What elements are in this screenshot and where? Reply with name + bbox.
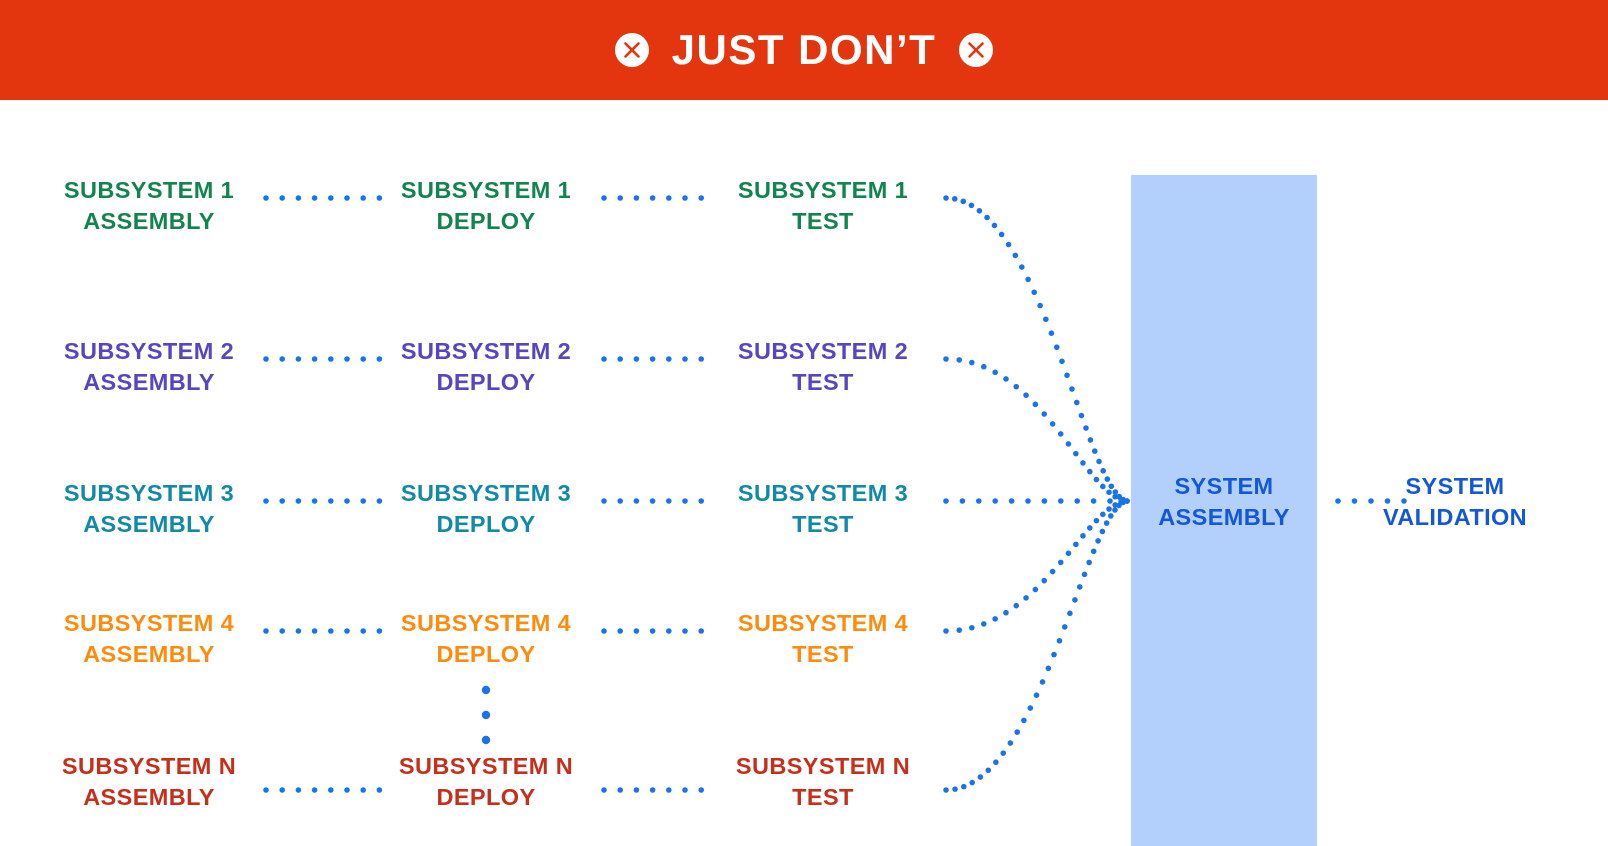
node-subsystem-3-test[interactable]: SUBSYSTEM 3 TEST (698, 478, 948, 541)
node-line2: TEST (792, 784, 854, 811)
node-line1: SUBSYSTEM 3 (63, 480, 235, 506)
node-line1: SUBSYSTEM 3 (400, 480, 572, 506)
node-system-assembly[interactable]: SYSTEM ASSEMBLY (1131, 471, 1317, 534)
node-line2: DEPLOY (436, 784, 536, 811)
flow-area: SUBSYSTEM 1 ASSEMBLY SUBSYSTEM 1 DEPLOY … (0, 100, 1608, 846)
node-line2: DEPLOY (436, 641, 536, 668)
node-line2: ASSEMBLY (83, 369, 215, 396)
node-line1: SUBSYSTEM N (398, 753, 574, 779)
node-subsystem-1-assembly[interactable]: SUBSYSTEM 1 ASSEMBLY (24, 175, 274, 238)
node-line2: DEPLOY (436, 208, 536, 235)
node-line2: TEST (792, 369, 854, 396)
node-subsystem-2-test[interactable]: SUBSYSTEM 2 TEST (698, 336, 948, 399)
node-subsystem-1-deploy[interactable]: SUBSYSTEM 1 DEPLOY (361, 175, 611, 238)
node-line1: SUBSYSTEM 2 (63, 338, 235, 364)
node-line1: SUBSYSTEM 4 (737, 610, 909, 636)
node-subsystem-n-assembly[interactable]: SUBSYSTEM N ASSEMBLY (24, 751, 274, 814)
node-line1: SUBSYSTEM 1 (400, 177, 572, 203)
node-subsystem-2-deploy[interactable]: SUBSYSTEM 2 DEPLOY (361, 336, 611, 399)
node-line1: SUBSYSTEM 2 (737, 338, 909, 364)
node-line1: SYSTEM (1405, 473, 1505, 499)
circle-x-icon-right (959, 33, 994, 67)
node-subsystem-4-assembly[interactable]: SUBSYSTEM 4 ASSEMBLY (24, 608, 274, 671)
node-line2: VALIDATION (1382, 504, 1528, 531)
node-line2: TEST (792, 511, 854, 538)
banner-title: JUST DON’T (671, 26, 937, 73)
node-line2: ASSEMBLY (83, 208, 215, 235)
node-line2: ASSEMBLY (1158, 504, 1290, 531)
banner: JUST DON’T (0, 0, 1608, 100)
node-line1: SUBSYSTEM 4 (63, 610, 235, 636)
node-line2: DEPLOY (436, 369, 536, 396)
node-line1: SUBSYSTEM 1 (737, 177, 909, 203)
node-line1: SUBSYSTEM 3 (737, 480, 909, 506)
node-line2: ASSEMBLY (83, 641, 215, 668)
node-line2: TEST (792, 208, 854, 235)
node-subsystem-1-test[interactable]: SUBSYSTEM 1 TEST (698, 175, 948, 238)
node-system-validation[interactable]: SYSTEM VALIDATION (1355, 471, 1555, 534)
node-line1: SUBSYSTEM 2 (400, 338, 572, 364)
node-line2: ASSEMBLY (83, 511, 215, 538)
node-subsystem-4-deploy[interactable]: SUBSYSTEM 4 DEPLOY (361, 608, 611, 671)
node-line1: SYSTEM (1174, 473, 1274, 499)
node-subsystem-4-test[interactable]: SUBSYSTEM 4 TEST (698, 608, 948, 671)
circle-x-icon-left (614, 33, 649, 67)
node-subsystem-3-assembly[interactable]: SUBSYSTEM 3 ASSEMBLY (24, 478, 274, 541)
system-assembly-box (1131, 175, 1317, 846)
node-subsystem-3-deploy[interactable]: SUBSYSTEM 3 DEPLOY (361, 478, 611, 541)
node-subsystem-n-test[interactable]: SUBSYSTEM N TEST (698, 751, 948, 814)
node-line2: TEST (792, 641, 854, 668)
node-line2: ASSEMBLY (83, 784, 215, 811)
node-subsystem-2-assembly[interactable]: SUBSYSTEM 2 ASSEMBLY (24, 336, 274, 399)
node-line1: SUBSYSTEM N (735, 753, 911, 779)
node-line1: SUBSYSTEM 4 (400, 610, 572, 636)
node-line2: DEPLOY (436, 511, 536, 538)
node-subsystem-n-deploy[interactable]: SUBSYSTEM N DEPLOY (361, 751, 611, 814)
node-line1: SUBSYSTEM 1 (63, 177, 235, 203)
node-line1: SUBSYSTEM N (61, 753, 237, 779)
